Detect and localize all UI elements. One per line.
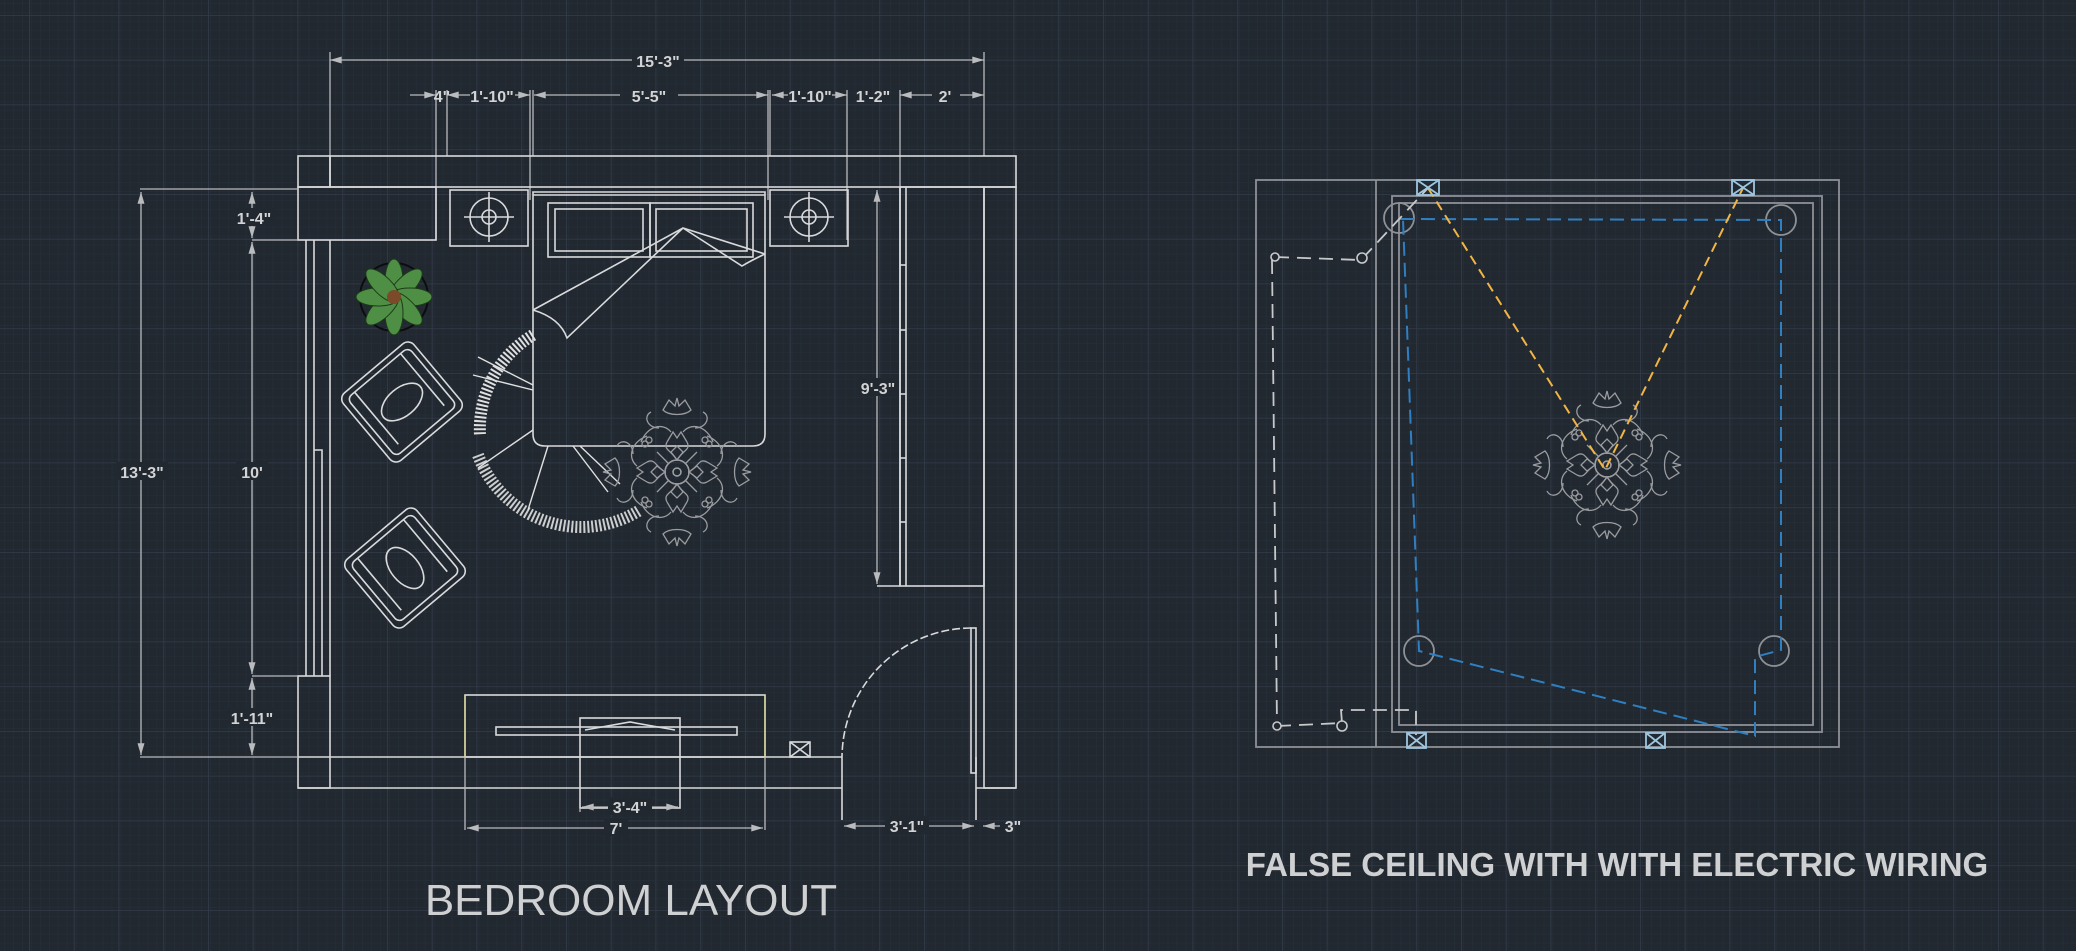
dim-overall-width: 15'-3" (329, 50, 985, 156)
cove-light-left-bottom[interactable] (1403, 635, 1435, 667)
bedside-table-left[interactable] (449, 189, 529, 247)
ceiling-outline (1255, 179, 1840, 748)
dim-label-4in: 4" (434, 89, 450, 106)
dim-bottom: 3'-4" 7' 3'-1" 3" (464, 757, 1021, 838)
false-ceiling-drawing[interactable]: FALSE CEILING WITH WITH ELECTRIC WIRING (1246, 179, 1988, 883)
junction-box-top-left[interactable] (1416, 179, 1440, 196)
dim-label-1-10-right: 1'-10" (788, 89, 831, 106)
switch-left-bottom[interactable] (1272, 721, 1282, 731)
dim-label-2ft: 2' (939, 89, 952, 106)
dim-label-1-11: 1'-11" (231, 711, 274, 728)
dim-label-1-4: 1'-4" (237, 211, 272, 228)
armchair-lower[interactable] (341, 505, 468, 632)
junction-box-bottom-left[interactable] (1406, 732, 1427, 749)
junction-box-bottom-right[interactable] (1645, 732, 1666, 749)
junction-box-top-right[interactable] (1731, 179, 1755, 196)
bedroom-layout-drawing[interactable]: 15'-3" 4" 1'-10" 5'-5" 1'-10" 1'-2" (116, 50, 1021, 925)
dim-label-7ft: 7' (610, 821, 623, 838)
dim-wardrobe-height: 9'-3" (858, 190, 898, 585)
dim-left: 13'-3" 1'-4" 10' 1'-11" (116, 188, 298, 758)
dim-label-3-1: 3'-1" (890, 819, 925, 836)
potted-plant[interactable] (355, 258, 433, 336)
wardrobe[interactable] (877, 186, 985, 587)
door[interactable] (841, 627, 977, 774)
dim-label-1-2: 1'-2" (856, 89, 891, 106)
dim-label-3-4: 3'-4" (613, 800, 648, 817)
switch-left-top[interactable] (1270, 252, 1280, 262)
cove-light-left-top[interactable] (1383, 202, 1415, 234)
dim-label-10ft: 10' (241, 465, 263, 482)
dim-label-13-3: 13'-3" (120, 465, 163, 482)
armchair-upper[interactable] (338, 339, 465, 466)
switch-wiring (1271, 187, 1429, 735)
false-ceiling-title: FALSE CEILING WITH WITH ELECTRIC WIRING (1246, 846, 1988, 883)
switch-left-bottom-2[interactable] (1336, 720, 1348, 732)
cove-light-right-bottom[interactable] (1758, 635, 1790, 667)
dim-label-3in: 3" (1005, 819, 1021, 836)
dim-label-5-5: 5'-5" (632, 89, 667, 106)
blue-wiring (1399, 218, 1782, 738)
dim-label-overall-width: 15'-3" (636, 54, 679, 71)
dim-top-segments: 4" 1'-10" 5'-5" 1'-10" 1'-2" 2' (410, 89, 985, 240)
switch-left-top-2[interactable] (1356, 252, 1368, 264)
double-bed[interactable] (532, 191, 766, 447)
round-rug[interactable] (472, 329, 644, 533)
bedside-table-right[interactable] (769, 189, 849, 247)
dim-label-9-3: 9'-3" (861, 381, 896, 398)
bedroom-layout-title: BEDROOM LAYOUT (425, 876, 837, 925)
dim-label-1-10-left: 1'-10" (470, 89, 513, 106)
